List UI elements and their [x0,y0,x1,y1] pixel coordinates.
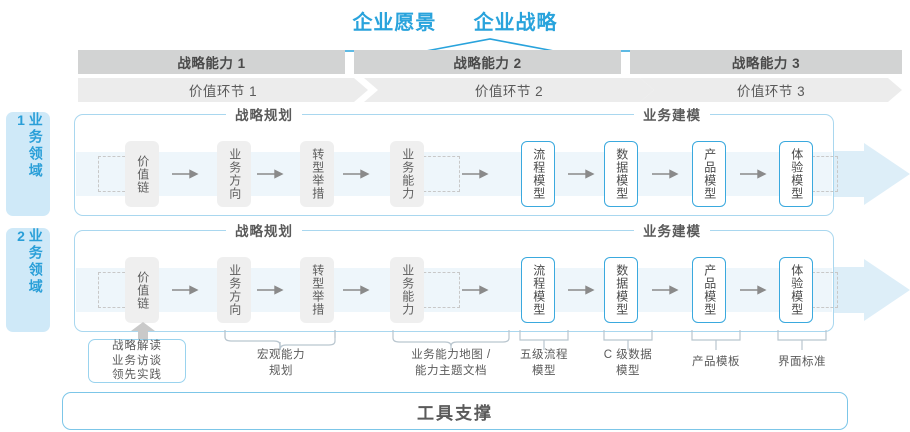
node-business-capability-2[interactable]: 业务能力 [390,257,424,323]
node-experience-model-1-label: 体验模型 [789,148,804,200]
node-business-capability-1[interactable]: 业务能力 [390,141,424,207]
node-transformation-1[interactable]: 转型举措 [300,141,334,207]
tool-label-data-model: C 级数据模型 [603,349,653,377]
row-2-dashed-end [812,272,838,308]
node-process-model-1[interactable]: 流程模型 [521,141,555,207]
node-experience-model-2[interactable]: 体验模型 [779,257,813,323]
flow-arrow-1-7 [740,169,767,179]
capability-bar-row: 战略能力 1 战略能力 2 战略能力 3 [78,50,902,74]
node-data-model-2[interactable]: 数据模型 [604,257,638,323]
capability-label-3: 战略能力 3 [731,56,801,71]
tool-card-line-3: 领先实践 [112,369,162,382]
node-product-model-1[interactable]: 产品模型 [692,141,726,207]
sidebar-item-domain-1[interactable]: 业务领域 1 [6,112,50,216]
flow-arrow-2-7 [740,285,767,295]
tool-label-ui-standard: 界面标准 [778,356,826,368]
node-value-chain-1-label: 价值链 [135,154,150,194]
flow-arrow-2-6 [652,285,679,295]
node-experience-model-1[interactable]: 体验模型 [779,141,813,207]
sidebar-item-domain-2[interactable]: 业务领域 2 [6,228,50,332]
tool-label-macro-capability: 宏观能力规划 [257,349,305,377]
node-data-model-1[interactable]: 数据模型 [604,141,638,207]
node-value-chain-1[interactable]: 价值链 [125,141,159,207]
section-title-planning-2: 战略规划 [226,220,302,240]
node-transformation-2-label: 转型举措 [310,264,325,316]
enterprise-vision-title: 企业愿景 [352,12,437,34]
flow-arrow-1-3 [343,169,370,179]
flow-arrow-1-2 [257,169,284,179]
node-business-direction-1-label: 业务方向 [227,148,242,200]
flow-arrow-1-5 [568,169,595,179]
bracket-process-model [519,330,569,350]
value-segment-3[interactable]: 价值环节 3 [640,78,902,102]
sidebar-item-domain-2-label: 业务领域 2 [13,228,44,296]
bracket-product-template [691,330,741,350]
bracket-ui-standard [777,330,827,350]
tool-support-container [62,392,848,430]
node-business-direction-2[interactable]: 业务方向 [217,257,251,323]
capability-label-1: 战略能力 1 [177,56,246,71]
tool-label-product-template: 产品模板 [692,356,740,368]
node-experience-model-2-label: 体验模型 [789,264,804,316]
node-business-direction-1[interactable]: 业务方向 [217,141,251,207]
top-titles: 企业愿景 企业战略 [0,6,910,35]
tool-card-line-2: 业务访谈 [112,354,162,367]
node-business-capability-2-label: 业务能力 [400,264,415,316]
flow-arrow-2-1 [172,285,199,295]
tool-label-process-model: 五级流程模型 [520,349,568,377]
section-title-modeling-2: 业务建模 [634,220,710,240]
node-transformation-1-label: 转型举措 [310,148,325,200]
tool-label-capability-map: 业务能力地图 /能力主题文档 [411,349,491,377]
node-business-capability-1-label: 业务能力 [400,148,415,200]
bracket-macro-capability [224,330,336,350]
enterprise-strategy-title: 企业战略 [473,12,558,34]
node-transformation-2[interactable]: 转型举措 [300,257,334,323]
tool-support-title: 工具支撑 [417,403,493,423]
value-label-3: 价值环节 3 [736,84,806,99]
value-segment-1[interactable]: 价值环节 1 [78,78,368,102]
bracket-data-model [603,330,653,350]
sidebar-item-domain-1-label: 业务领域 1 [13,112,44,180]
capability-segment-2[interactable]: 战略能力 2 [354,50,621,74]
node-data-model-2-label: 数据模型 [614,264,629,316]
flow-arrow-1-4 [462,169,489,179]
flow-arrow-2-4 [462,285,489,295]
capability-label-2: 战略能力 2 [453,56,522,71]
node-product-model-2[interactable]: 产品模型 [692,257,726,323]
flow-arrow-1-6 [652,169,679,179]
capability-segment-1[interactable]: 战略能力 1 [78,50,345,74]
value-chain-bar-row: 价值环节 1 价值环节 2 价值环节 3 [78,78,902,102]
flow-arrow-1-1 [172,169,199,179]
flow-arrow-2-2 [257,285,284,295]
node-value-chain-2-label: 价值链 [135,270,150,310]
node-process-model-2[interactable]: 流程模型 [521,257,555,323]
tool-card-strategy-interpretation[interactable]: 战略解读 业务访谈 领先实践 [88,339,186,383]
bracket-capability-map [392,330,510,350]
node-process-model-1-label: 流程模型 [531,148,546,200]
node-business-direction-2-label: 业务方向 [227,264,242,316]
node-product-model-2-label: 产品模型 [702,264,717,316]
value-label-2: 价值环节 2 [474,84,544,99]
section-title-planning-1: 战略规划 [226,104,302,124]
node-value-chain-2[interactable]: 价值链 [125,257,159,323]
value-label-1: 价值环节 1 [188,84,258,99]
up-arrow-to-value-chain [131,322,155,346]
flow-arrow-2-5 [568,285,595,295]
section-title-modeling-1: 业务建模 [634,104,710,124]
row-1-dashed-end [812,156,838,192]
node-process-model-2-label: 流程模型 [531,264,546,316]
flow-arrow-2-3 [343,285,370,295]
node-data-model-1-label: 数据模型 [614,148,629,200]
value-segment-2[interactable]: 价值环节 2 [364,78,654,102]
node-product-model-1-label: 产品模型 [702,148,717,200]
tool-card-line-1: 战略解读 [112,339,162,352]
capability-segment-3[interactable]: 战略能力 3 [630,50,902,74]
